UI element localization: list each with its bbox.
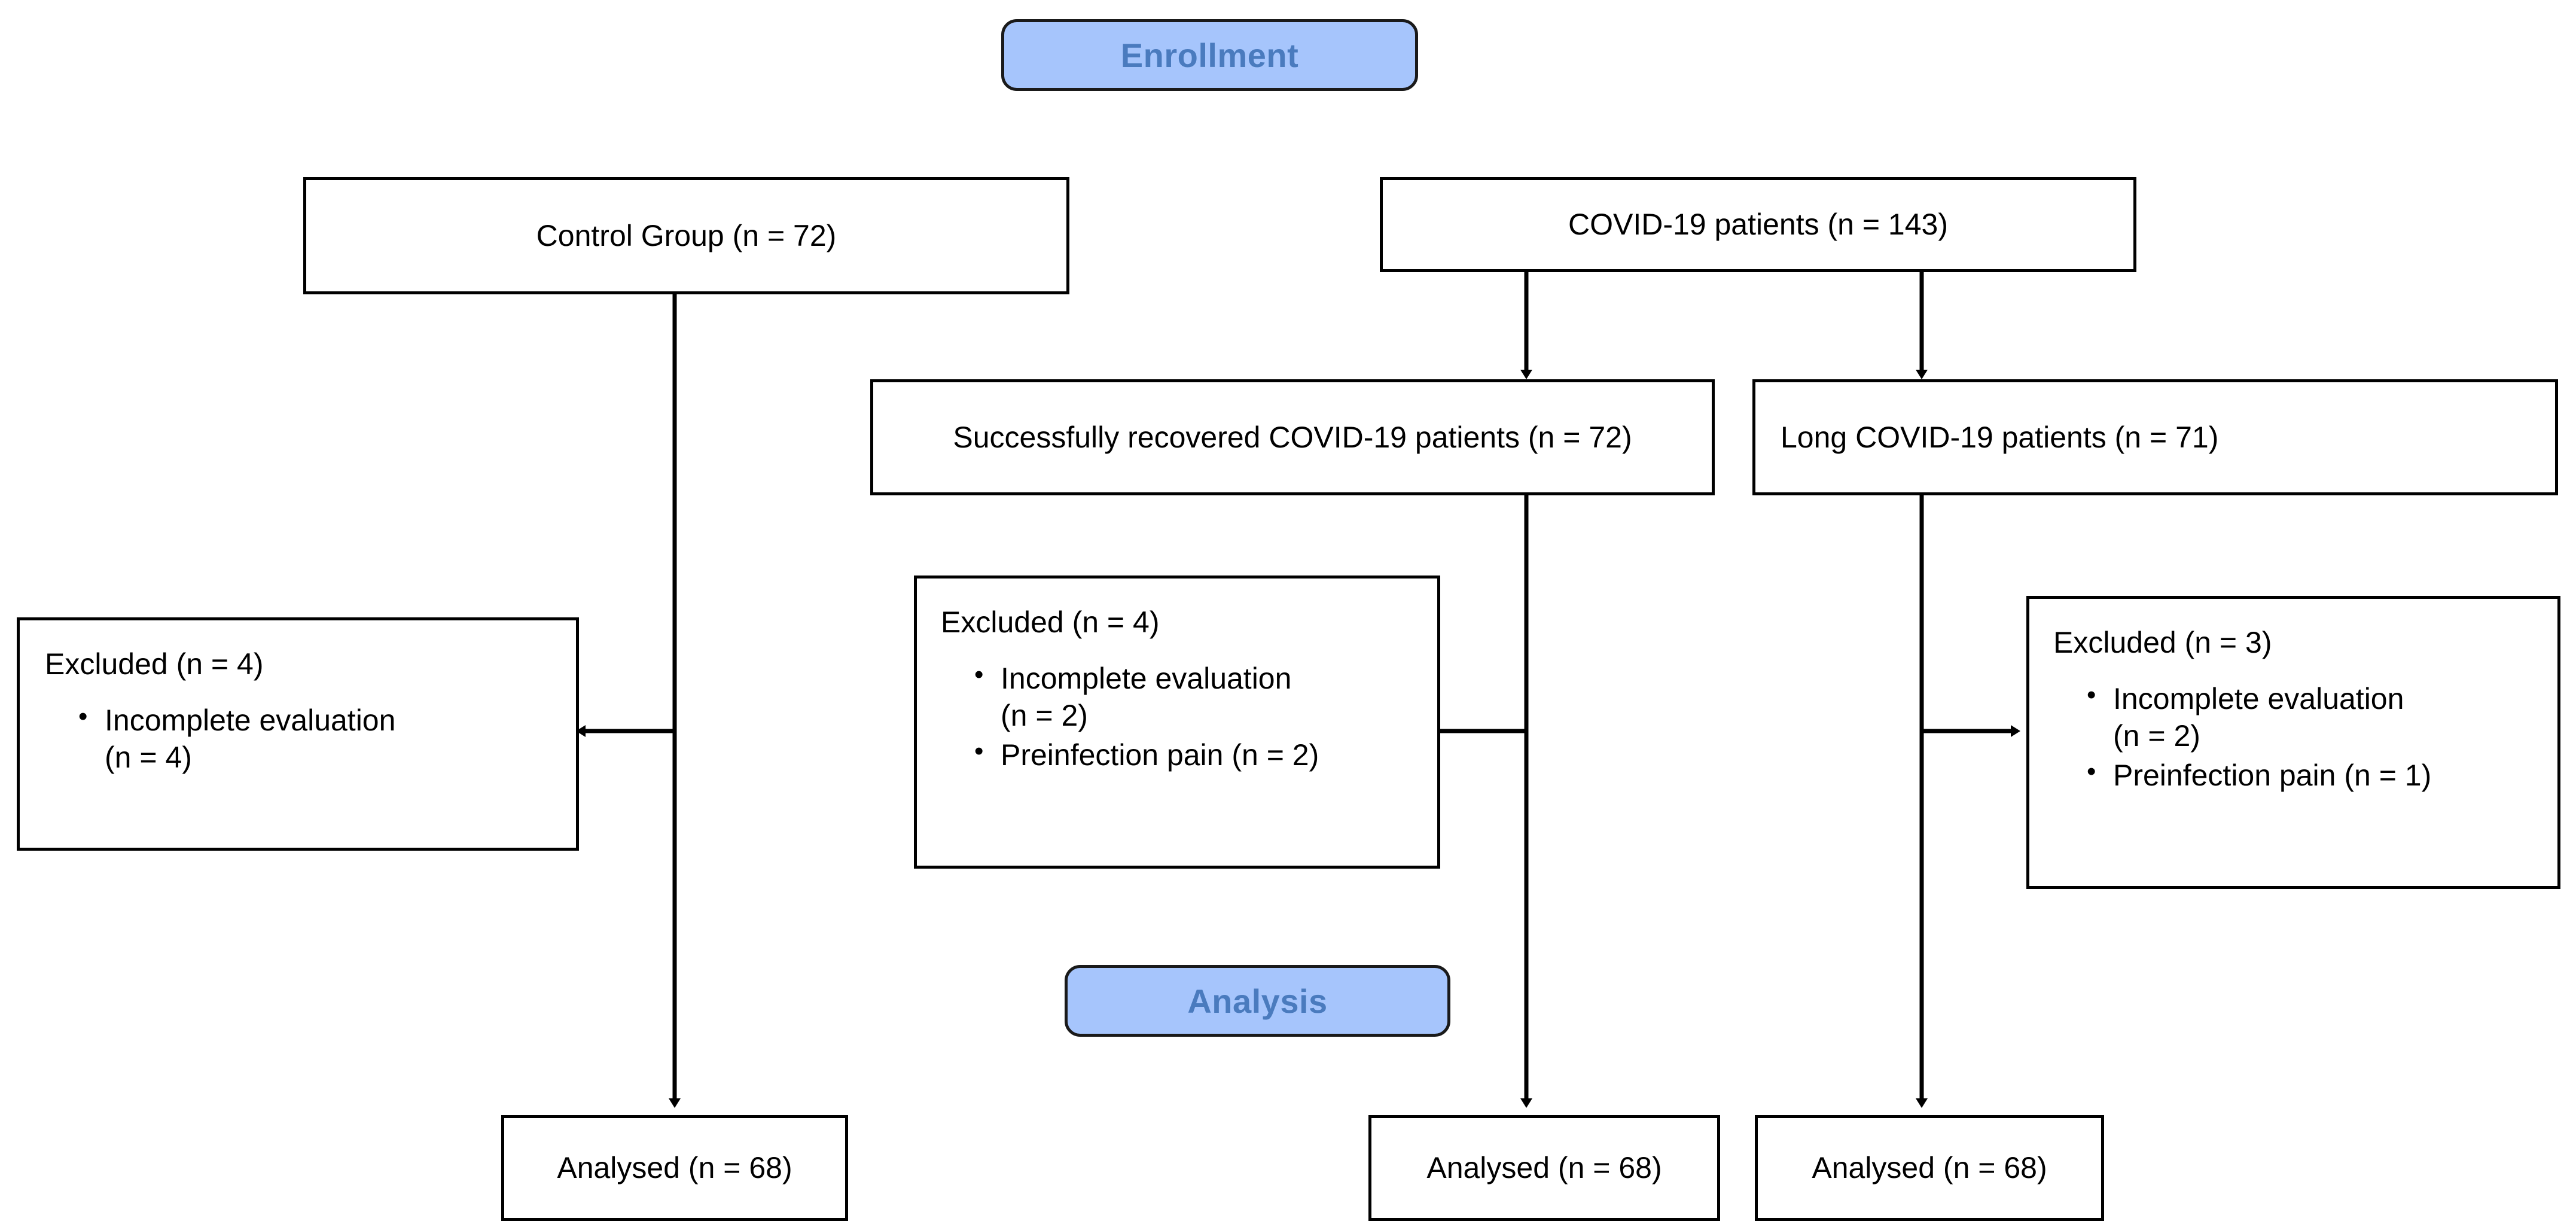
node-control-group-label: Control Group (n = 72) — [536, 218, 837, 252]
excluded-box-long-covid: Excluded (n = 3) Incomplete evaluation (… — [2026, 596, 2560, 889]
node-analysed-recovered-label: Analysed (n = 68) — [1426, 1151, 1662, 1185]
stage-analysis: Analysis — [1065, 965, 1450, 1037]
excluded-control-list: Incomplete evaluation (n = 4) — [45, 701, 554, 776]
excluded-recovered-title: Excluded (n = 4) — [941, 605, 1160, 639]
node-analysed-control-label: Analysed (n = 68) — [557, 1151, 792, 1185]
stage-enrollment-label: Enrollment — [1120, 36, 1299, 74]
list-item: Incomplete evaluation (n = 2) — [2087, 679, 2540, 754]
node-recovered: Successfully recovered COVID-19 patients… — [870, 379, 1715, 495]
node-covid-patients: COVID-19 patients (n = 143) — [1380, 177, 2136, 272]
list-item: Incomplete evaluation (n = 4) — [78, 701, 554, 776]
node-recovered-label: Successfully recovered COVID-19 patients… — [953, 420, 1632, 454]
stage-analysis-label: Analysis — [1187, 982, 1328, 1020]
list-item: Preinfection pain (n = 1) — [2087, 756, 2540, 794]
excluded-recovered-list: Incomplete evaluation (n = 2) Preinfecti… — [941, 659, 1419, 774]
excluded-long-covid-list: Incomplete evaluation (n = 2) Preinfecti… — [2053, 679, 2540, 794]
excluded-box-control: Excluded (n = 4) Incomplete evaluation (… — [17, 617, 579, 851]
node-analysed-long-covid: Analysed (n = 68) — [1755, 1115, 2104, 1221]
stage-enrollment: Enrollment — [1001, 19, 1418, 91]
node-control-group: Control Group (n = 72) — [303, 177, 1069, 294]
excluded-control-title: Excluded (n = 4) — [45, 647, 264, 681]
node-analysed-control: Analysed (n = 68) — [501, 1115, 848, 1221]
list-item: Incomplete evaluation (n = 2) — [974, 659, 1419, 734]
node-long-covid: Long COVID-19 patients (n = 71) — [1752, 379, 2558, 495]
node-long-covid-label: Long COVID-19 patients (n = 71) — [1781, 420, 2219, 454]
node-covid-patients-label: COVID-19 patients (n = 143) — [1568, 208, 1949, 242]
excluded-long-covid-title: Excluded (n = 3) — [2053, 626, 2272, 659]
excluded-box-recovered: Excluded (n = 4) Incomplete evaluation (… — [914, 576, 1440, 869]
list-item: Preinfection pain (n = 2) — [974, 735, 1419, 774]
node-analysed-recovered: Analysed (n = 68) — [1368, 1115, 1720, 1221]
node-analysed-long-covid-label: Analysed (n = 68) — [1812, 1151, 2047, 1185]
